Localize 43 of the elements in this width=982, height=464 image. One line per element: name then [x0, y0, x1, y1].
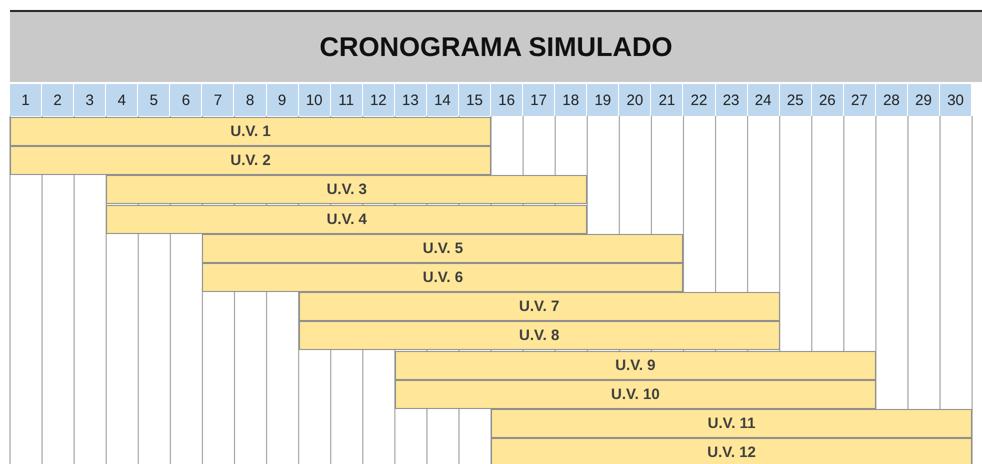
- day-number: 30: [940, 84, 972, 116]
- task-bar: U.V. 2: [10, 146, 492, 176]
- task-bar: U.V. 11: [491, 409, 972, 438]
- day-number: 15: [458, 84, 492, 116]
- day-number: 19: [587, 84, 620, 116]
- day-number: 6: [170, 84, 202, 116]
- day-number: 27: [844, 84, 876, 116]
- day-number: 14: [426, 84, 459, 116]
- day-number: 4: [106, 84, 138, 116]
- task-bar: U.V. 10: [394, 380, 876, 409]
- task-bar: U.V. 8: [298, 321, 780, 350]
- day-number: 17: [523, 84, 556, 116]
- day-number: 12: [362, 84, 395, 116]
- day-number: 1: [10, 84, 42, 116]
- chart-title: CRONOGRAMA SIMULADO: [10, 10, 982, 82]
- day-number: 24: [748, 84, 780, 116]
- day-number: 7: [202, 84, 234, 116]
- day-number: 16: [491, 84, 524, 116]
- task-bar: U.V. 5: [202, 234, 684, 263]
- task-bar: U.V. 1: [10, 117, 492, 146]
- day-number: 18: [555, 84, 588, 116]
- task-bar: U.V. 7: [298, 292, 780, 322]
- day-number: 2: [42, 84, 74, 116]
- day-number: 26: [812, 84, 844, 116]
- day-number: 21: [651, 84, 684, 116]
- task-bar: U.V. 6: [202, 263, 684, 292]
- day-number: 9: [266, 84, 299, 116]
- day-number: 3: [74, 84, 106, 116]
- day-number: 5: [138, 84, 170, 116]
- task-bar: U.V. 12: [491, 438, 972, 464]
- day-number: 25: [780, 84, 812, 116]
- task-bar: U.V. 4: [106, 204, 588, 234]
- task-bar: U.V. 3: [106, 175, 588, 204]
- day-number: 13: [394, 84, 427, 116]
- day-number: 8: [234, 84, 267, 116]
- day-number: 23: [716, 84, 748, 116]
- day-number: 29: [908, 84, 940, 116]
- day-number: 22: [683, 84, 716, 116]
- day-number: 11: [330, 84, 363, 116]
- day-number: 20: [619, 84, 652, 116]
- task-bar: U.V. 9: [394, 350, 876, 380]
- day-number: 28: [876, 84, 908, 116]
- day-number: 10: [298, 84, 331, 116]
